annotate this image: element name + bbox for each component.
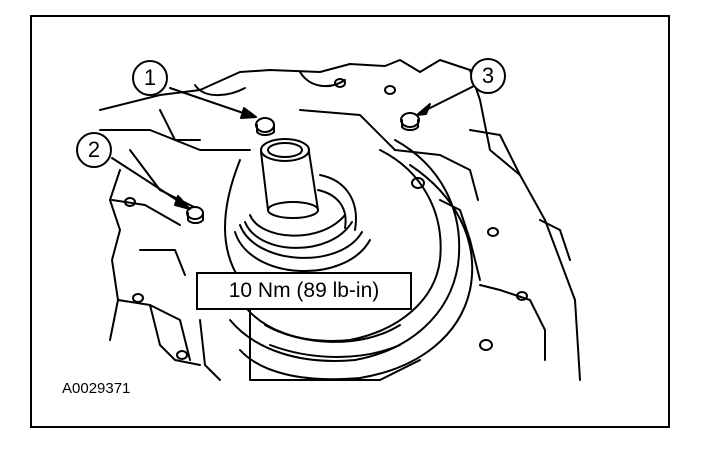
engine-block-outline — [99, 59, 581, 381]
figure-frame — [30, 15, 670, 428]
leader-lines — [111, 82, 481, 210]
callout-1: 1 — [132, 60, 168, 96]
shaft-tube — [234, 138, 371, 273]
callout-3-label: 3 — [481, 63, 495, 88]
callout-3: 3 — [470, 58, 506, 94]
torque-spec-label: 10 Nm (89 lb-in) — [196, 272, 412, 310]
mount-holes — [124, 78, 528, 360]
bolt-3 — [400, 112, 420, 131]
callout-2-label: 2 — [87, 137, 101, 162]
bolt-2 — [186, 206, 204, 224]
figure-id: A0029371 — [62, 380, 131, 397]
bolt-1 — [255, 117, 275, 136]
callout-2: 2 — [76, 132, 112, 168]
front-cover — [224, 139, 474, 381]
callout-1-label: 1 — [143, 65, 157, 90]
